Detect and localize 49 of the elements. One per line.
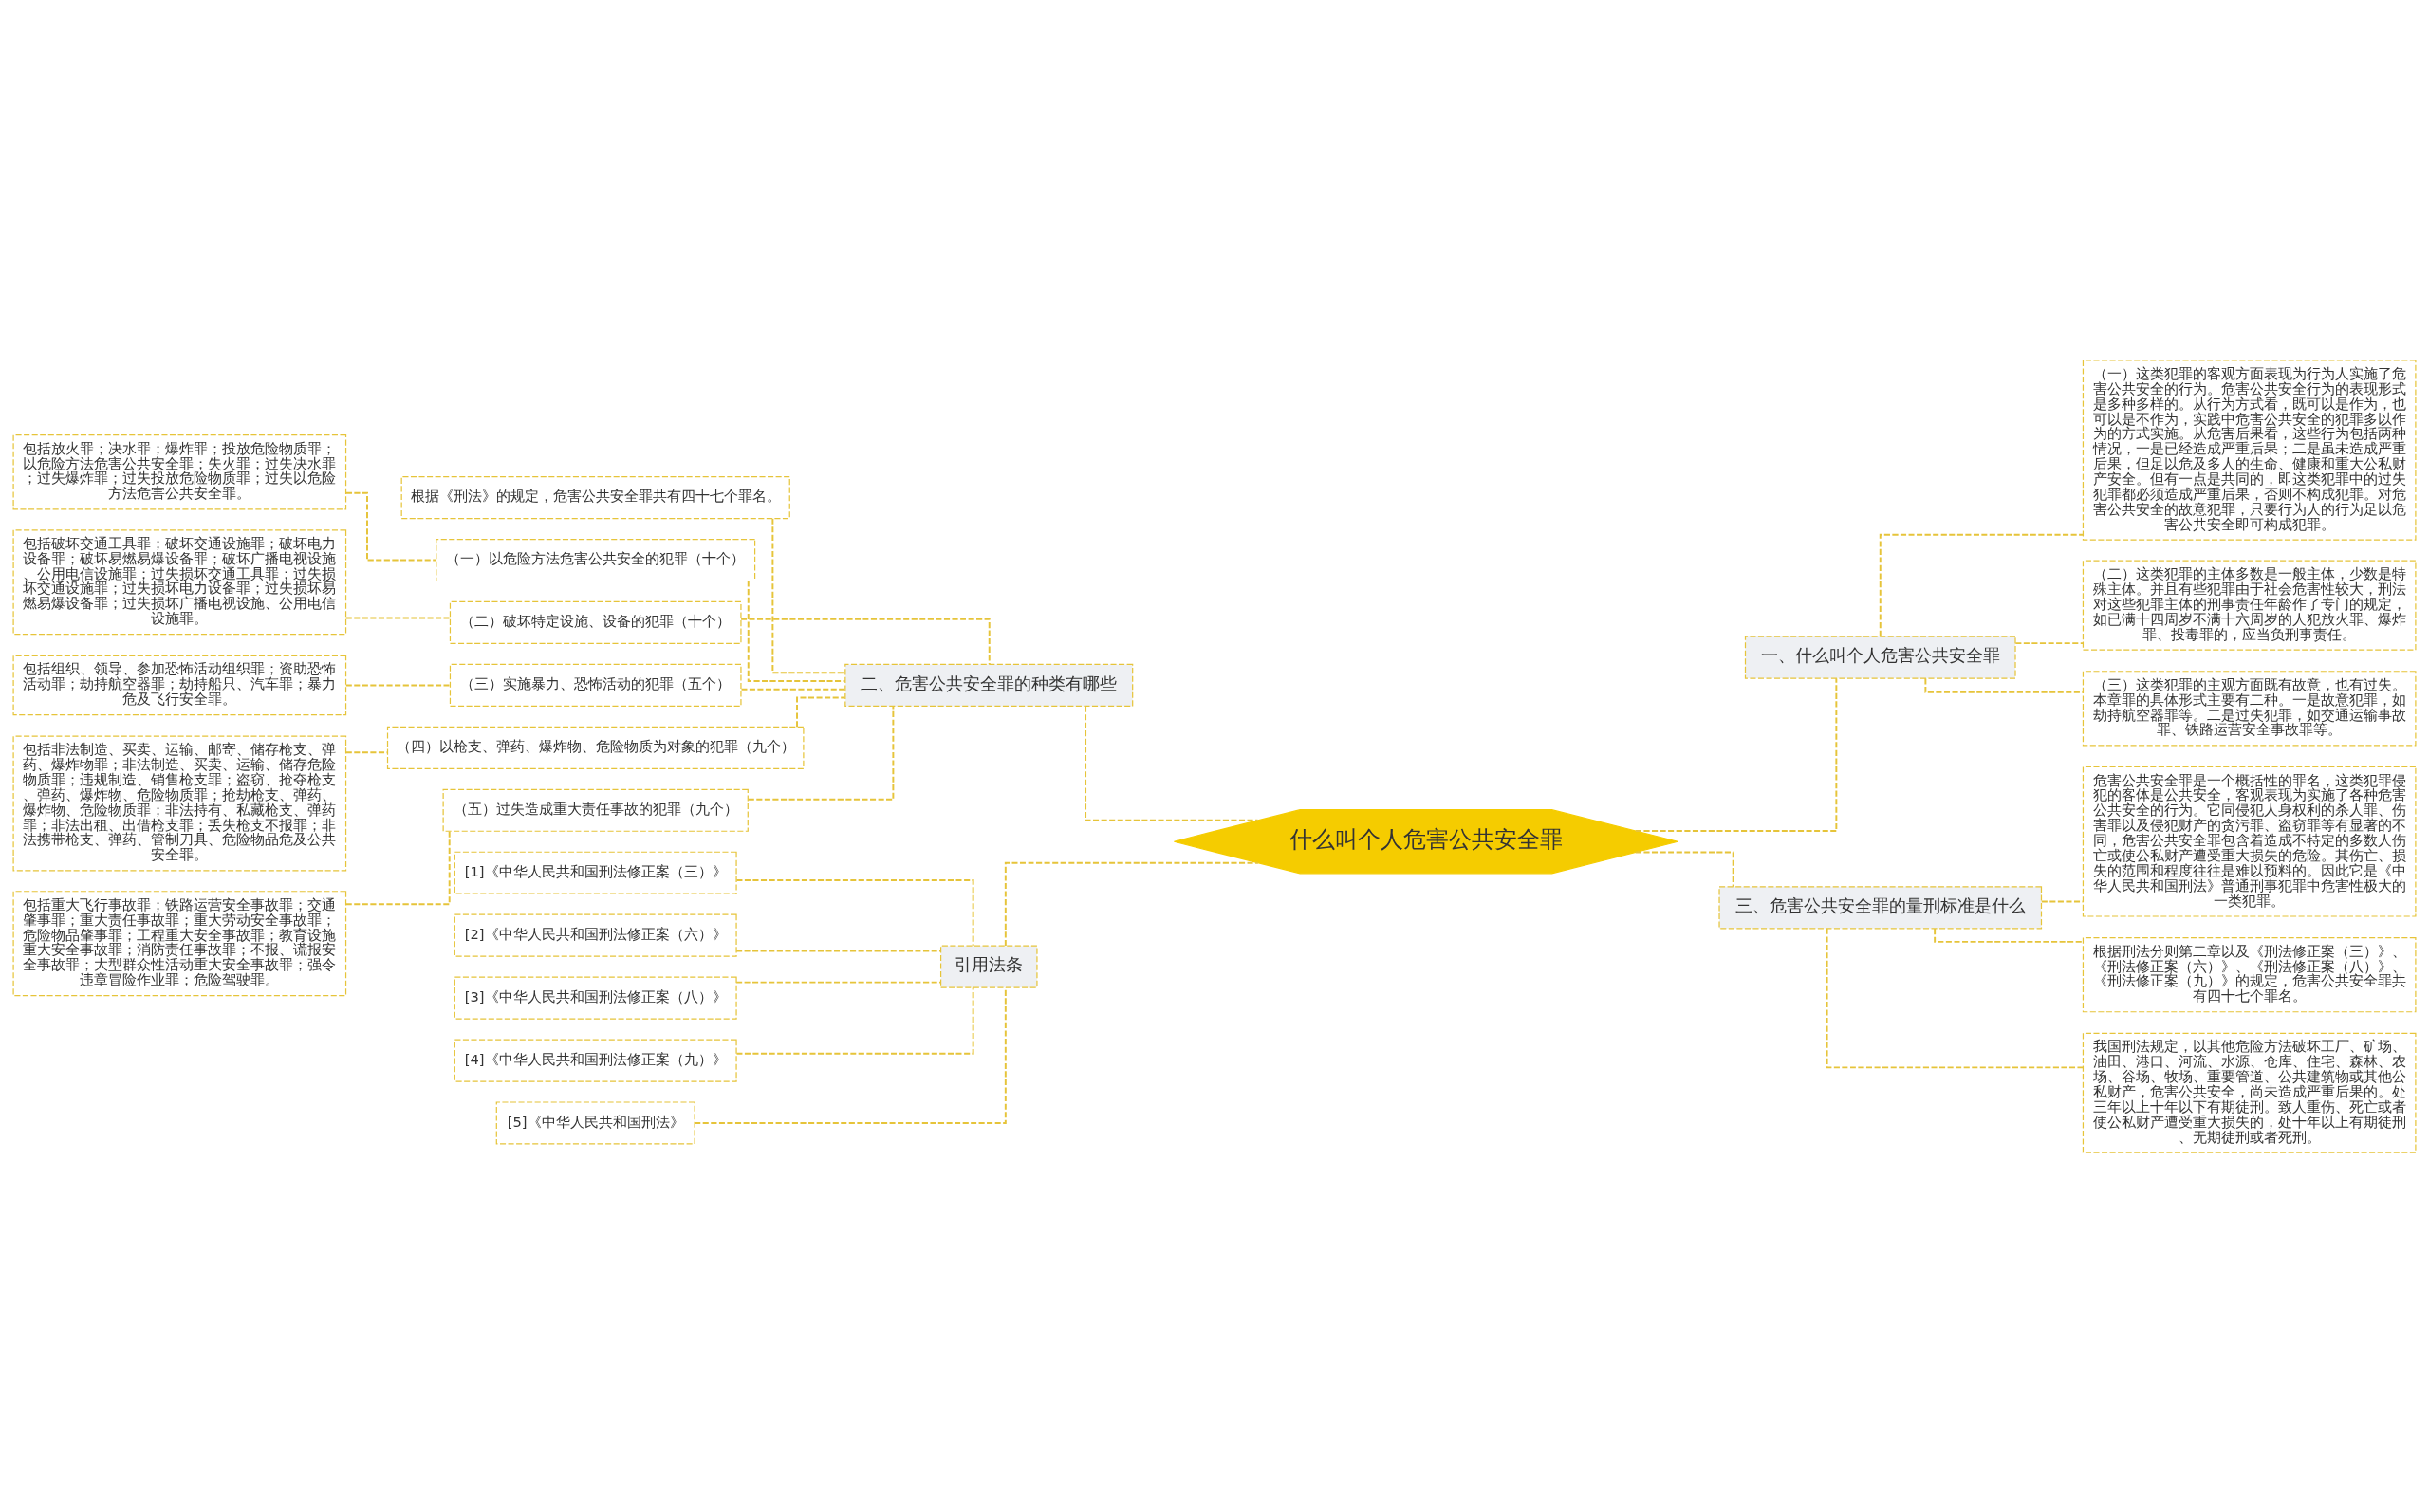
node-box: 包括破坏交通工具罪；破坏交通设施罪；破坏电力设备罪；破坏易燃易爆设备罪；破坏广播电视设施、公用电信设施罪；过失损坏交通工具罪；过失损坏交通设施罪；过失损坏电力设备罪；过失损坏易燃易爆设备罪；过失损坏广播电视设施、公用电信设施罪。 <box>12 528 347 635</box>
node-box: 危害公共安全罪是一个概括性的罪名，这类犯罪侵犯的客体是公共安全，客观表现为实施了各种危害公共安全的行为。它同侵犯人身权利的杀人罪、伤害罪以及侵犯财产的贪污罪、盗窃罪等有显著的不同，危害公共安全罪包含着造成不特定的多数人伤亡或使公私财产遭受重大损失的危险。其伤亡、损失的范围和程度往往是难以预料的。因此它是《中华人民共和国刑法》普通刑事犯罪中危害性极大的一类犯罪。 <box>2082 765 2417 917</box>
node-box: [2]《中华人民共和国刑法修正案（六）》 <box>454 913 737 957</box>
connector <box>1085 705 1259 821</box>
node-box: （四）以枪支、弹药、爆炸物、危险物质为对象的犯罪（九个） <box>386 726 805 769</box>
node-box: （五）过失造成重大责任事故的犯罪（九个） <box>442 788 749 832</box>
node-box: （一）以危险方法危害公共安全的犯罪（十个） <box>436 538 756 581</box>
node-box: （三）这类犯罪的主观方面既有故意，也有过失。本章罪的具体形式主要有二种。一是故意犯罪，如劫持航空器罪等。二是过失犯罪，如交通运输事故罪、铁路运营安全事故罪等。 <box>2082 670 2417 746</box>
node-box: 根据刑法分则第二章以及《刑法修正案（三）》、《刑法修正案（六）》、《刑法修正案（八）》、《刑法修正案（九）》的规定，危害公共安全罪共有四十七个罪名。 <box>2082 936 2417 1012</box>
connector <box>740 688 846 691</box>
connector <box>771 517 846 673</box>
node-box: 二、危害公共安全罪的种类有哪些 <box>844 663 1134 707</box>
connector <box>1004 861 1259 947</box>
node-box: [5]《中华人民共和国刑法》 <box>495 1100 695 1145</box>
node-box: （二）破坏特定设施、设备的犯罪（十个） <box>449 600 742 644</box>
node-box: 三、危害公共安全罪的量刑标准是什么 <box>1718 885 2043 929</box>
node-box: [4]《中华人民共和国刑法修正案（九）》 <box>454 1038 737 1082</box>
connector <box>735 986 974 1055</box>
node-box: [3]《中华人民共和国刑法修正案（八）》 <box>454 976 737 1020</box>
node-box: 一、什么叫个人危害公共安全罪 <box>1744 636 2016 679</box>
node-box: 引用法条 <box>940 945 1038 988</box>
connector <box>1634 851 1734 888</box>
connector <box>735 878 974 947</box>
connector <box>747 580 846 682</box>
connector <box>1924 676 2084 693</box>
node-box: 包括非法制造、买卖、运输、邮寄、储存枪支、弹药、爆炸物罪；非法制造、买卖、运输、储存危险物质罪；违规制造、销售枪支罪；盗窃、抢夺枪支、弹药、爆炸物、危险物质罪；抢劫枪支、弹药、爆炸物、危险物质罪；非法持有、私藏枪支、弹药罪；非法出租、出借枪支罪；丢失枪支不报罪；非法携带枪支、弹药、管制刀具、危险物品危及公共安全罪。 <box>12 735 347 871</box>
connector <box>1934 927 2085 943</box>
node-box: [1]《中华人民共和国刑法修正案（三）》 <box>454 851 737 894</box>
connector <box>1879 533 2084 637</box>
connector <box>1634 676 1838 832</box>
node-box: 包括重大飞行事故罪；铁路运营安全事故罪；交通肇事罪；重大责任事故罪；重大劳动安全事故罪；危险物品肇事罪；工程重大安全事故罪；教育设施重大安全事故罪；消防责任事故罪；不报、谎报安全事故罪；大型群众性活动重大安全事故罪；强令违章冒险作业罪；危险驾驶罪。 <box>12 890 347 996</box>
node-box: （二）这类犯罪的主体多数是一般主体，少数是特殊主体。并且有些犯罪由于社会危害性较大，刑法对这些犯罪主体的刑事责任年龄作了专门的规定，如已满十四周岁不满十六周岁的人犯放火罪、爆炸罪、投毒罪的，应当负刑事责任。 <box>2082 560 2417 651</box>
connector <box>747 705 895 801</box>
connector <box>1826 927 2085 1068</box>
node-box: （三）实施暴力、恐怖活动的犯罪（五个） <box>449 663 742 707</box>
connector <box>740 618 991 665</box>
connector <box>735 981 942 984</box>
connector <box>796 696 846 728</box>
connector <box>2014 641 2085 644</box>
connector <box>735 950 942 952</box>
node-box: 根据《刑法》的规定，危害公共安全罪共有四十七个罪名。 <box>400 475 790 519</box>
node-box: 包括放火罪；决水罪；爆炸罪；投放危险物质罪；以危险方法危害公共安全罪；失火罪；过失决水罪；过失爆炸罪；过失投放危险物质罪；过失以危险方法危害公共安全罪。 <box>12 433 347 509</box>
connector <box>344 830 451 905</box>
connector <box>694 986 1007 1124</box>
node-box: 我国刑法规定，以其他危险方法破坏工厂、矿场、油田、港口、河流、水源、仓库、住宅、森林、农场、谷场、牧场、重要管道、公共建筑物或其他公私财产，危害公共安全，尚未造成严重后果的。处三年以上十年以下有期徒刑。致人重伤、死亡或者使公私财产遭受重大损失的，处十年以上有期徒刑、无期徒刑或者死刑。 <box>2082 1032 2417 1153</box>
node-box: 包括组织、领导、参加恐怖活动组织罪；资助恐怖活动罪；劫持航空器罪；劫持船只、汽车罪；暴力危及飞行安全罪。 <box>12 655 347 715</box>
connector <box>344 683 452 686</box>
connector <box>344 617 452 619</box>
node-box: （一）这类犯罪的客观方面表现为行为人实施了危害公共安全的行为。危害公共安全行为的表现形式是多种多样的。从行为方式看，既可以是作为，也可以是不作为，实践中危害公共安全的犯罪多以作为的方式实施。从危害后果看，这些行为包括两种情况，一是已经造成严重后果；二是虽未造成严重后果，但足以危及多人的生命、健康和重大公私财产安全。但有一点是共同的，即这类犯罪中的过失犯罪都必须造成严重后果，否则不构成犯罪。对危害公共安全的故意犯罪，只要行为人的行为足以危害公共安全即可构成犯罪。 <box>2082 359 2417 541</box>
